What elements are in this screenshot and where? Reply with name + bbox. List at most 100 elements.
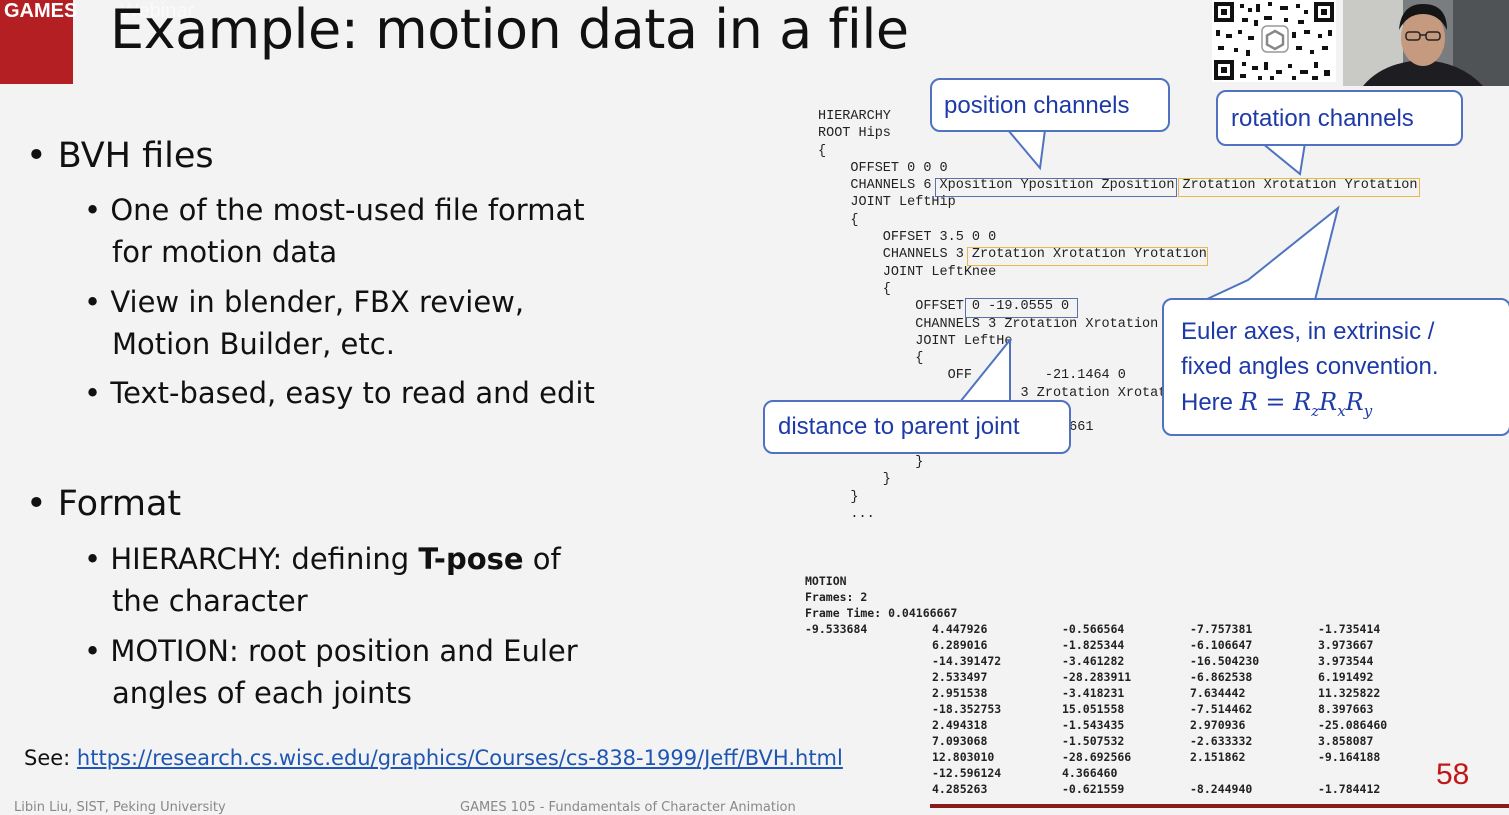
motion-value: -14.391472: [932, 654, 1002, 668]
bullet-bvh-files: • BVH files: [26, 136, 214, 176]
sub-bullet-motion: • MOTION: root position and Euler: [84, 634, 578, 668]
motion-value: 12.803010: [932, 750, 995, 764]
motion-value: 11.325822: [1318, 686, 1381, 700]
sub-bullet-hierarchy-cont: the character: [112, 584, 308, 618]
bullet-list: • BVH files • One of the most-used file …: [0, 0, 760, 808]
motion-value: -1.825344: [1062, 638, 1125, 652]
callout-euler-line-1: Euler axes, in extrinsic /: [1181, 318, 1435, 345]
motion-value: 4.366460: [1062, 766, 1118, 780]
sub-bullet-text: HIERARCHY: defining: [110, 542, 419, 576]
motion-value: -1.543435: [1062, 718, 1125, 732]
motion-value: -6.106647: [1190, 638, 1253, 652]
webcam-video-feed: [1343, 0, 1509, 86]
callout-euler-here: Here: [1181, 389, 1240, 416]
code-line: ...: [818, 506, 875, 522]
motion-value: 2.151862: [1190, 750, 1246, 764]
motion-value: 4.285263: [932, 782, 988, 796]
see-label: See:: [24, 746, 77, 770]
motion-value: 6.289016: [932, 638, 988, 652]
callout-rotation-channels: rotation channels: [1216, 90, 1463, 146]
bvh-reference-link[interactable]: https://research.cs.wisc.edu/graphics/Co…: [76, 746, 843, 770]
motion-frames: Frames: 2: [805, 590, 868, 604]
motion-value: 3.858087: [1318, 734, 1374, 748]
motion-value: -7.514462: [1190, 702, 1253, 716]
sub-bullet-text: View in blender, FBX review,: [110, 285, 525, 319]
code-line: }: [818, 472, 891, 488]
bullet-format: • Format: [26, 484, 182, 524]
code-line: CHANNELS 3 Zrotation Xrotation Yrotation: [818, 247, 1207, 263]
motion-value: -1.784412: [1318, 782, 1381, 796]
motion-value: 3.973667: [1318, 638, 1374, 652]
motion-value: -6.862538: [1190, 670, 1253, 684]
code-line: OFFSET 0 0 0: [818, 160, 948, 176]
motion-frame-time: Frame Time: 0.04166667: [805, 606, 958, 620]
motion-value: 8.397663: [1318, 702, 1374, 716]
code-line: JOINT LeftHip: [818, 195, 956, 211]
code-line: }: [818, 489, 859, 505]
code-line: 3 Zrotation Xrotat: [1020, 385, 1167, 401]
motion-value: 4.447926: [932, 622, 988, 636]
rotation-channels-highlight: [1178, 178, 1420, 197]
motion-value: -1.507532: [1062, 734, 1125, 748]
offset-highlight: [965, 298, 1078, 318]
callout-euler-axes: Euler axes, in extrinsic / fixed angles …: [1162, 298, 1509, 436]
motion-value: -9.164188: [1318, 750, 1381, 764]
euler-formula: R = RzRxRy: [1239, 388, 1373, 420]
code-line: CHANNELS 6 Xposition Yposition Zposition…: [818, 178, 1418, 194]
motion-value: -8.244940: [1190, 782, 1253, 796]
motion-value: 3.973544: [1318, 654, 1374, 668]
sub-bullet-text: One of the most-used file format: [110, 193, 585, 227]
bullet-format-text: Format: [57, 484, 182, 524]
child-rotation-highlight: [967, 247, 1208, 266]
slide-title: Example: motion data in a file: [110, 0, 909, 61]
callout-euler-line-3: Here R = RzRxRy: [1181, 388, 1372, 420]
motion-value: 2.970936: [1190, 718, 1246, 732]
code-line: JOINT LeftKnee: [818, 264, 997, 280]
webinar-overlay-text: Webinar: [120, 0, 195, 22]
motion-value: 2.494318: [932, 718, 988, 732]
motion-first-value: -9.533684: [805, 622, 868, 636]
sub-bullet-text: of: [523, 542, 561, 576]
motion-value: -28.283911: [1062, 670, 1132, 684]
motion-value: 2.533497: [932, 670, 988, 684]
motion-value: -12.596124: [932, 766, 1002, 780]
motion-value: -28.692566: [1062, 750, 1132, 764]
motion-value: -1.735414: [1318, 622, 1381, 636]
motion-value: -3.418231: [1062, 686, 1125, 700]
code-line: CHANNELS 3 Zrotation Xrotation: [818, 316, 1159, 332]
sub-bullet-format-1: • One of the most-used file format: [84, 193, 585, 227]
code-line: {: [818, 143, 827, 159]
games-logo-text: GAMES: [4, 0, 78, 22]
motion-value: -16.504230: [1190, 654, 1260, 668]
code-line: OFFSET 3.5 0 0: [818, 230, 997, 246]
page-number: 58: [1436, 758, 1470, 791]
t-pose-bold: T-pose: [418, 542, 524, 576]
sub-bullet-text-based: • Text-based, easy to read and edit: [84, 376, 595, 410]
motion-value: -0.621559: [1062, 782, 1125, 796]
sub-bullet-motion-cont: angles of each joints: [112, 676, 412, 710]
motion-value: -2.633332: [1190, 734, 1253, 748]
callout-euler-line-2: fixed angles convention.: [1181, 353, 1439, 380]
position-channels-highlight: [935, 178, 1177, 197]
callout-rotation-text: rotation channels: [1231, 105, 1414, 132]
code-line: }: [818, 454, 924, 470]
sub-bullet-text: MOTION: root position and Euler: [110, 634, 578, 668]
motion-value: 7.093068: [932, 734, 988, 748]
bullet-bvh-text: BVH files: [57, 136, 214, 176]
sub-bullet-view: • View in blender, FBX review,: [84, 285, 525, 319]
motion-value: -25.086460: [1318, 718, 1388, 732]
code-line: HIERARCHY: [818, 109, 891, 124]
callout-distance-to-parent: distance to parent joint: [763, 400, 1071, 454]
code-line: OFF -21.1464 0: [818, 368, 1126, 384]
code-line: OFFSET 0 -19.0555 0: [818, 299, 1070, 315]
qr-code-icon: [1212, 0, 1336, 82]
code-line: {: [818, 212, 859, 228]
motion-value: -3.461282: [1062, 654, 1125, 668]
motion-value: -7.757381: [1190, 622, 1253, 636]
motion-value: -18.352753: [932, 702, 1002, 716]
sub-bullet-text: Text-based, easy to read and edit: [110, 376, 595, 410]
callout-distance-text: distance to parent joint: [778, 413, 1020, 440]
sub-bullet-view-cont: Motion Builder, etc.: [112, 327, 395, 361]
footer-accent-line: [930, 804, 1509, 808]
